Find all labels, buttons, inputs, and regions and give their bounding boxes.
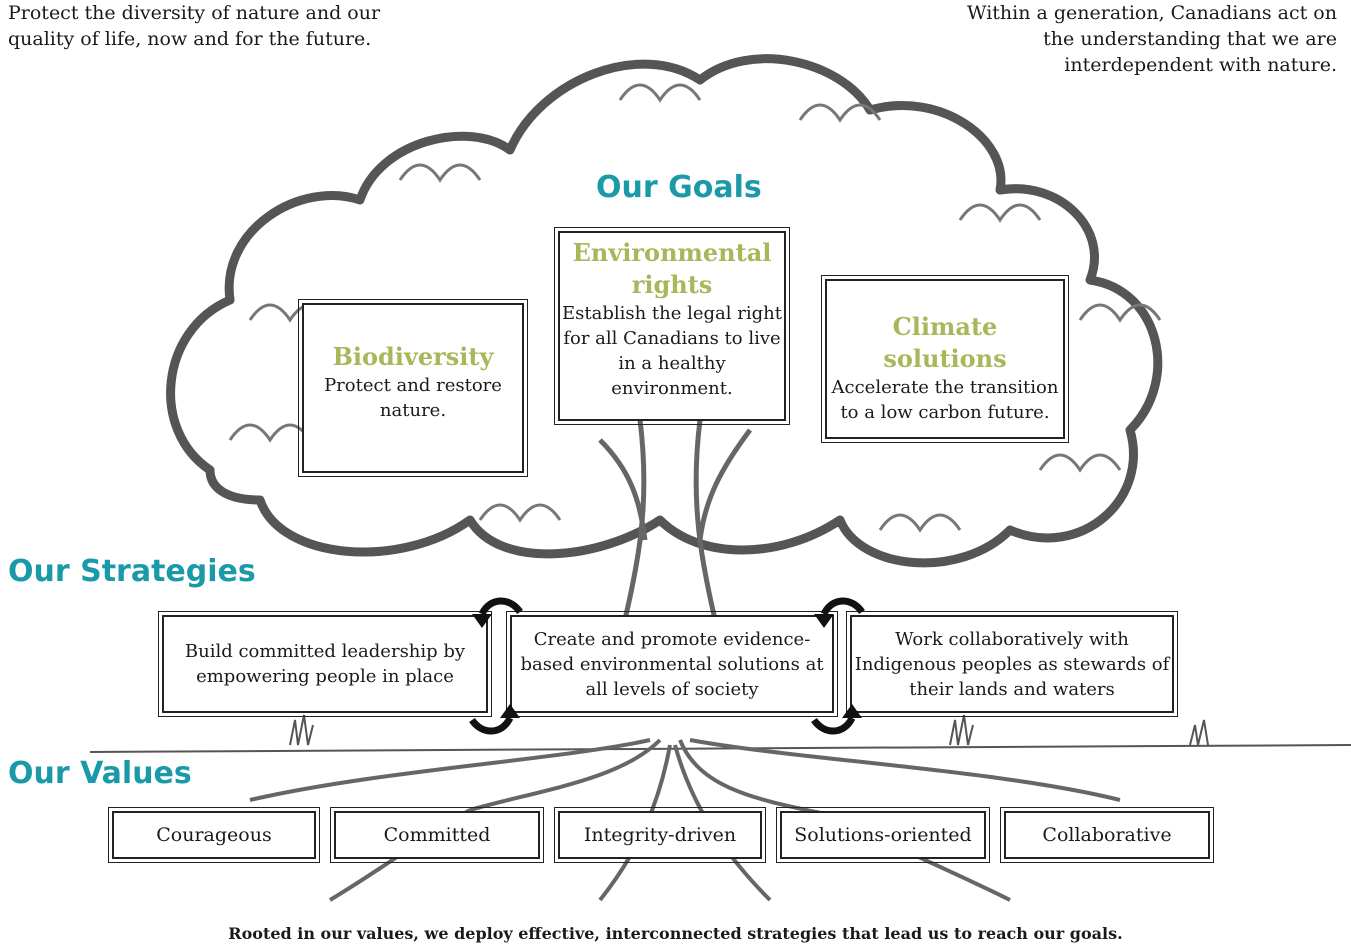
strategy-box-leadership: Build committed leadership by empowering… [158, 611, 492, 717]
cycle-arrow-icon [469, 704, 520, 735]
goal-box-environmental-rights: Environmental rights Establish the legal… [554, 227, 790, 425]
goal-box-climate-solutions: Climate solutions Accelerate the transit… [821, 275, 1069, 443]
footer-caption: Rooted in our values, we deploy effectiv… [228, 924, 1123, 943]
cycle-arrow-icon [811, 704, 862, 735]
trunk [598, 419, 753, 641]
goal-description: Protect and restore nature. [324, 375, 502, 421]
value-box-integrity-driven: Integrity-driven [554, 807, 766, 863]
mission-statement: Protect the diversity of nature and our … [8, 2, 381, 50]
cycle-arrow-icon [472, 597, 523, 628]
values-title: Our Values [8, 756, 192, 791]
goal-name: Environmental rights [572, 238, 772, 299]
ground-grass [89, 714, 1351, 753]
value-box-collaborative: Collaborative [1000, 807, 1214, 863]
value-box-courageous: Courageous [108, 807, 320, 863]
goal-description: Establish the legal right for all Canadi… [562, 303, 782, 399]
goal-box-biodiversity: Biodiversity Protect and restore nature. [298, 299, 528, 477]
goal-name: Climate solutions [883, 312, 1007, 373]
strategy-box-solutions: Create and promote evidence-based enviro… [506, 611, 838, 717]
goals-title: Our Goals [596, 170, 762, 205]
strategy-box-indigenous: Work collaboratively with Indigenous peo… [846, 611, 1178, 717]
goal-description: Accelerate the transition to a low carbo… [831, 377, 1059, 423]
goal-name: Biodiversity [332, 342, 494, 371]
vision-statement: Within a generation, Canadians act on th… [967, 2, 1337, 76]
value-box-committed: Committed [330, 807, 544, 863]
value-box-solutions-oriented: Solutions-oriented [776, 807, 990, 863]
strategies-title: Our Strategies [8, 554, 256, 589]
cycle-arrow-icon [814, 597, 865, 628]
canopy-leaf-detail [228, 83, 1162, 533]
